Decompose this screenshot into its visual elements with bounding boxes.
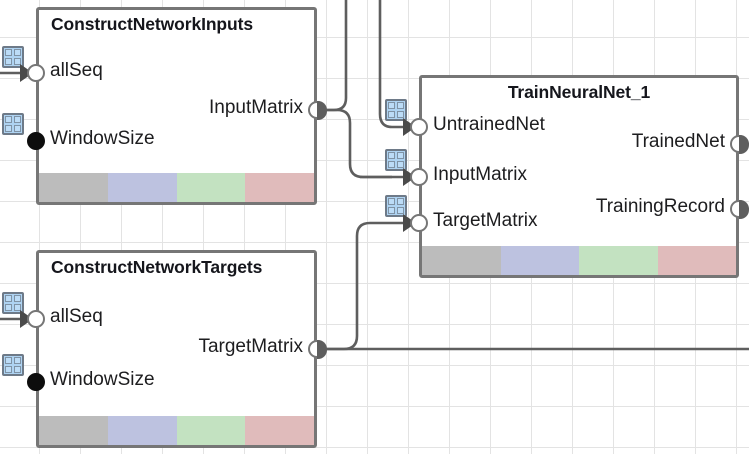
matrix-icon	[2, 292, 24, 314]
footer-segment-green	[176, 416, 246, 445]
matrix-icon	[2, 113, 24, 135]
port-label: UntrainedNet	[433, 114, 545, 135]
port-label: InputMatrix	[433, 164, 527, 185]
matrix-icon	[2, 46, 24, 68]
port-marker[interactable]	[27, 132, 45, 150]
port-label: WindowSize	[50, 128, 155, 149]
block-title: ConstructNetworkInputs	[51, 14, 253, 34]
matrix-icon	[385, 149, 407, 171]
footer-segment-gray	[39, 416, 108, 445]
footer-segment-gray	[422, 246, 501, 275]
footer-segment-pink	[657, 246, 736, 275]
block-title: ConstructNetworkTargets	[51, 257, 263, 277]
footer-segment-pink	[245, 173, 314, 202]
matrix-icon	[385, 195, 407, 217]
port-label: TargetMatrix	[198, 336, 303, 357]
footer-segment-blue	[107, 173, 177, 202]
port-marker[interactable]	[730, 199, 749, 219]
port-label: TrainedNet	[631, 131, 725, 152]
footer-segment-green	[579, 246, 658, 275]
block-footer	[39, 173, 314, 202]
port-label: TargetMatrix	[433, 210, 538, 231]
wire-targetmatrix-to-trainneuralnet-targetmatrix	[321, 221, 404, 351]
block-train-neural-net-1[interactable]: TrainNeuralNet_1	[419, 75, 739, 278]
matrix-icon	[2, 354, 24, 376]
block-title: TrainNeuralNet_1	[507, 82, 651, 102]
port-marker[interactable]	[308, 100, 327, 120]
port-label: allSeq	[50, 306, 103, 327]
footer-segment-blue	[500, 246, 579, 275]
wire-top-vertical-left	[321, 0, 348, 112]
port-label: WindowSize	[50, 369, 155, 390]
port-label: allSeq	[50, 60, 103, 81]
port-marker[interactable]	[27, 310, 45, 328]
footer-segment-green	[176, 173, 246, 202]
port-marker[interactable]	[410, 168, 428, 186]
port-marker[interactable]	[410, 214, 428, 232]
block-construct-network-targets[interactable]: ConstructNetworkTargets	[36, 250, 317, 448]
port-marker[interactable]	[308, 339, 327, 359]
matrix-icon	[385, 99, 407, 121]
port-marker[interactable]	[730, 134, 749, 154]
port-marker[interactable]	[27, 373, 45, 391]
block-footer	[39, 416, 314, 445]
port-marker[interactable]	[410, 118, 428, 136]
port-label: InputMatrix	[209, 97, 303, 118]
footer-segment-gray	[39, 173, 108, 202]
port-label: TrainingRecord	[595, 196, 725, 217]
footer-segment-pink	[245, 416, 314, 445]
block-footer	[422, 246, 736, 275]
port-marker[interactable]	[27, 64, 45, 82]
footer-segment-blue	[107, 416, 177, 445]
